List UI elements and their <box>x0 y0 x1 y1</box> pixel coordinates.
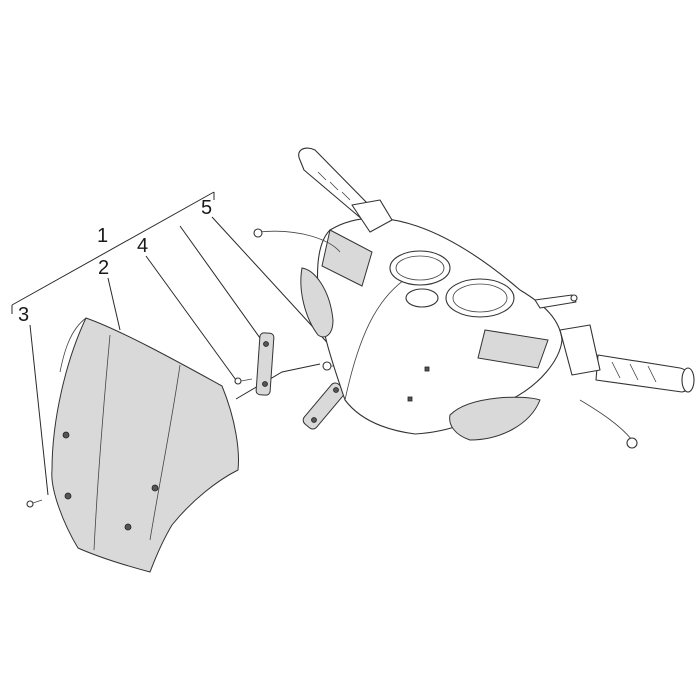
callout-5: 5 <box>201 197 213 219</box>
callout-4: 4 <box>137 235 149 257</box>
mounting-bracket-upper <box>255 332 275 396</box>
left-grip <box>253 147 393 253</box>
callout-3: 3 <box>18 304 30 326</box>
nut-5 <box>322 361 344 371</box>
assembly-bracket <box>11 191 215 314</box>
mounting-bracket-lower <box>302 382 346 430</box>
screw-4 <box>234 377 253 385</box>
leader-lines <box>29 216 346 496</box>
callout-2: 2 <box>98 257 110 279</box>
screw-3 <box>26 499 43 508</box>
callout-1: 1 <box>97 225 109 247</box>
windshield-screen <box>51 317 239 573</box>
right-grip <box>534 294 695 449</box>
handlebar-cover <box>300 217 563 441</box>
